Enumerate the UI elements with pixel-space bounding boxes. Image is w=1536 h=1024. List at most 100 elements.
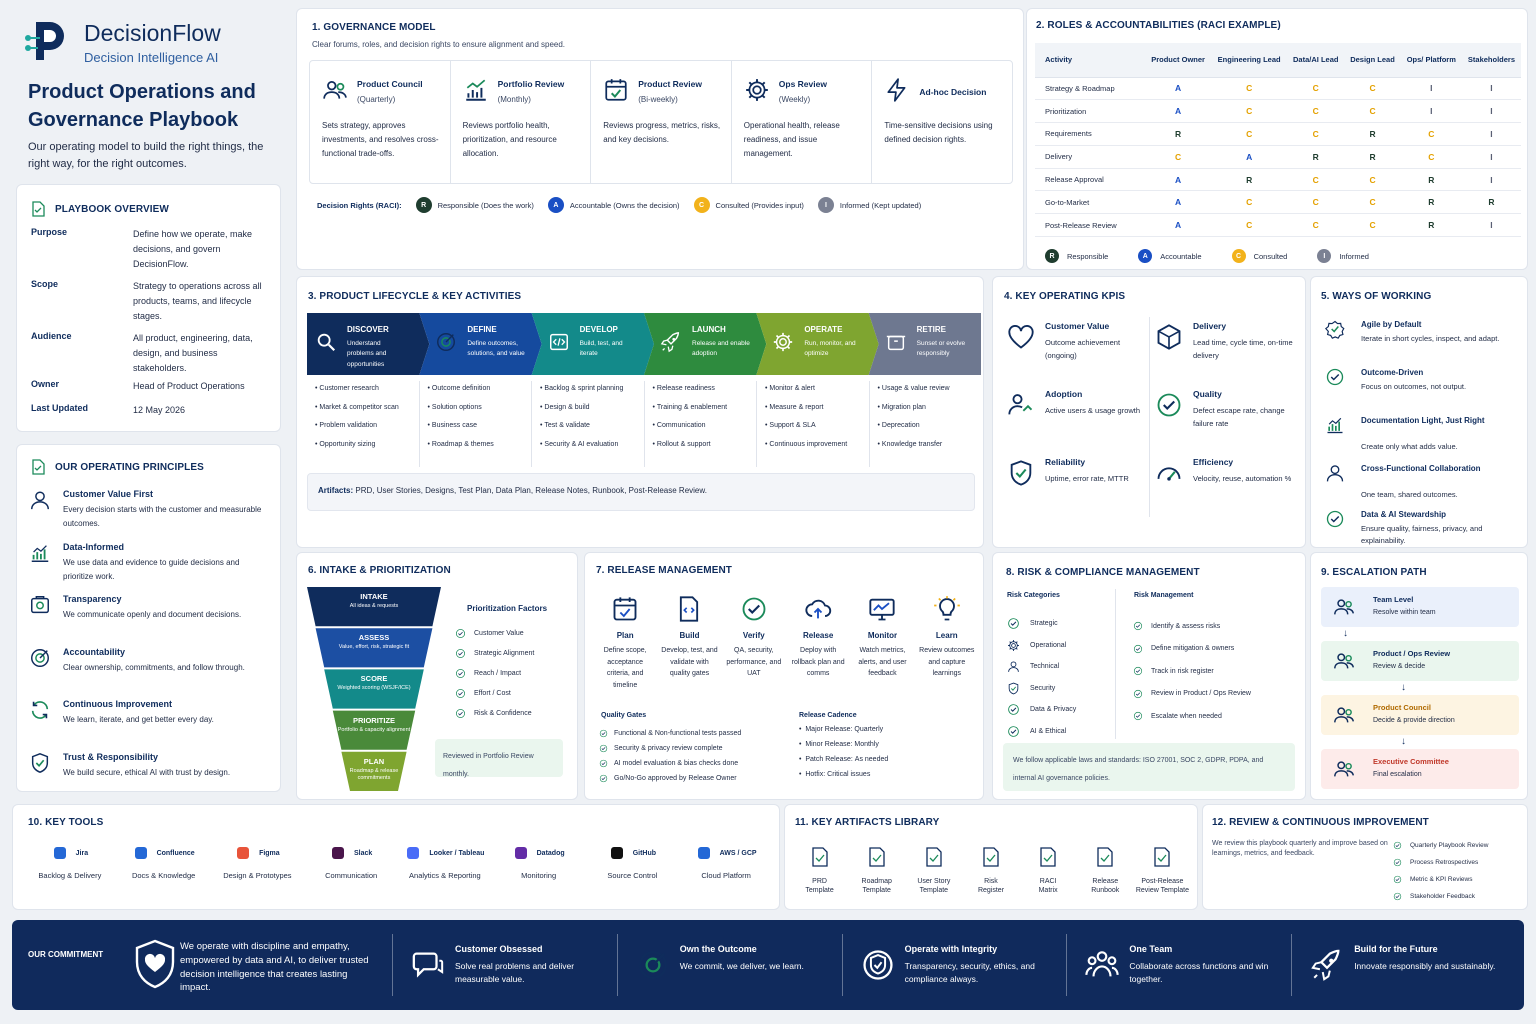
stage-activity-text: Opportunity sizing bbox=[319, 440, 376, 448]
raci-legend-label: Informed bbox=[1339, 251, 1369, 261]
right-label: Responsible (Does the work) bbox=[437, 200, 534, 210]
check-circle-icon bbox=[599, 759, 608, 768]
check-circle-icon bbox=[1133, 689, 1143, 699]
stage-activity: • Opportunity sizing bbox=[315, 441, 419, 460]
check-circle-icon bbox=[1155, 391, 1183, 419]
stage-activities-discover: • Customer research• Market & competitor… bbox=[307, 381, 420, 467]
escalation-level-title: Executive Committee bbox=[1373, 757, 1449, 766]
artifact-name: PRD bbox=[812, 878, 827, 885]
document-template-icon bbox=[982, 847, 1000, 867]
lightning-icon bbox=[884, 77, 910, 103]
cadence-item: • Hotfix: Critical issues bbox=[799, 771, 979, 786]
stage-chevron-operate bbox=[756, 313, 879, 375]
stage-activity: • Knowledge transfer bbox=[878, 441, 982, 460]
review-item-label: Quarterly Playbook Review bbox=[1410, 842, 1489, 849]
bullet-icon: • bbox=[652, 385, 657, 392]
funnel-level-desc: Weighted scoring (WSJF/ICE) bbox=[337, 685, 411, 692]
principle-desc: We use data and evidence to guide decisi… bbox=[63, 557, 240, 581]
escalation-level-title: Product / Ops Review bbox=[1373, 649, 1451, 658]
arrow-down-icon: ↓ bbox=[1343, 628, 1348, 639]
review-item: Quarterly Playbook Review bbox=[1393, 837, 1525, 854]
raci-legend-label: Responsible bbox=[1067, 251, 1109, 261]
risk-management-title: Risk Management bbox=[1134, 592, 1194, 599]
principles-title: OUR OPERATING PRINCIPLES bbox=[55, 461, 204, 473]
bullet-icon: • bbox=[799, 741, 806, 748]
release-step-title: Verify bbox=[742, 631, 765, 640]
brand-tagline: Decision Intelligence AI bbox=[84, 50, 219, 65]
commitment-banner: OUR COMMITMENT We operate with disciplin… bbox=[12, 920, 1524, 1010]
factor-label: Strategic Alignment bbox=[474, 649, 535, 657]
gates-title: Quality Gates bbox=[601, 712, 647, 719]
risk-mgmt-item: Escalate when needed bbox=[1133, 705, 1303, 728]
tool-desc: Source Control bbox=[607, 871, 658, 880]
overview-title: PLAYBOOK OVERVIEW bbox=[55, 203, 169, 215]
review-desc: We review this playbook quarterly and im… bbox=[1212, 840, 1388, 857]
stage-activity: • Problem validation bbox=[315, 422, 419, 441]
release-step-title: Release bbox=[803, 631, 834, 640]
check-circle-icon bbox=[1393, 875, 1402, 884]
commitment-item-title: Customer Obsessed bbox=[455, 944, 543, 954]
escalation-level-desc: Final escalation bbox=[1373, 771, 1422, 778]
overview-key: Last Updated bbox=[31, 403, 89, 413]
way-desc: Create only what adds value. bbox=[1361, 442, 1458, 451]
raci-activity: Requirements bbox=[1035, 122, 1145, 146]
cadence-item: • Minor Release: Monthly bbox=[799, 741, 979, 756]
raci-cell: R bbox=[1344, 145, 1401, 169]
bullet-icon: • bbox=[765, 385, 770, 392]
stage-activity: • Support & SLA bbox=[765, 422, 869, 441]
retire-icon bbox=[885, 331, 907, 353]
raci-cell: I bbox=[1400, 99, 1462, 124]
gate-label: Security & privacy review complete bbox=[614, 745, 723, 752]
document-template-icon bbox=[1039, 847, 1057, 867]
forum-name: Product Council bbox=[357, 79, 423, 89]
principle-desc: We communicate openly and document decis… bbox=[63, 610, 242, 619]
principle-title: Accountability bbox=[63, 646, 126, 657]
artifact-type: Matrix bbox=[1038, 887, 1058, 894]
raci-cell: C bbox=[1400, 145, 1462, 169]
lifecycle-title: 3. PRODUCT LIFECYCLE & KEY ACTIVITIES bbox=[308, 291, 522, 302]
cadence-key: Major Release: bbox=[805, 726, 853, 733]
commitment-item-title: Build for the Future bbox=[1354, 944, 1438, 954]
stage-activity: • Migration plan bbox=[878, 404, 982, 423]
risk-mgmt-label: Escalate when needed bbox=[1151, 712, 1222, 720]
cloud-upload-icon bbox=[804, 595, 832, 623]
commitment-item-desc: Solve real problems and deliver measurab… bbox=[455, 961, 575, 985]
bullet-icon: • bbox=[540, 422, 545, 429]
stage-activity: • Business case bbox=[428, 422, 532, 441]
user-icon bbox=[29, 489, 51, 511]
risk-card: 8. RISK & COMPLIANCE MANAGEMENT Risk Cat… bbox=[992, 552, 1306, 800]
forum-desc: Operational health, release readiness, a… bbox=[743, 121, 840, 158]
tool-name: Jira bbox=[75, 849, 89, 857]
stage-chevron-retire bbox=[868, 313, 981, 375]
arrow-down-icon: ↓ bbox=[1401, 682, 1406, 693]
raci-cell: C bbox=[1287, 122, 1345, 146]
risk-categories-title: Risk Categories bbox=[1007, 592, 1060, 599]
document-check-icon bbox=[31, 459, 45, 475]
users-icon bbox=[1007, 391, 1035, 419]
way-title: Outcome-Driven bbox=[1361, 368, 1424, 377]
code-icon bbox=[548, 331, 570, 353]
bullet-icon: • bbox=[652, 422, 657, 429]
forum-frequency: (Quarterly) bbox=[357, 95, 396, 104]
cadence-value: Monthly bbox=[854, 741, 879, 748]
way-desc: Iterate in short cycles, inspect, and ad… bbox=[1361, 334, 1500, 343]
bullet-icon: • bbox=[799, 771, 806, 778]
